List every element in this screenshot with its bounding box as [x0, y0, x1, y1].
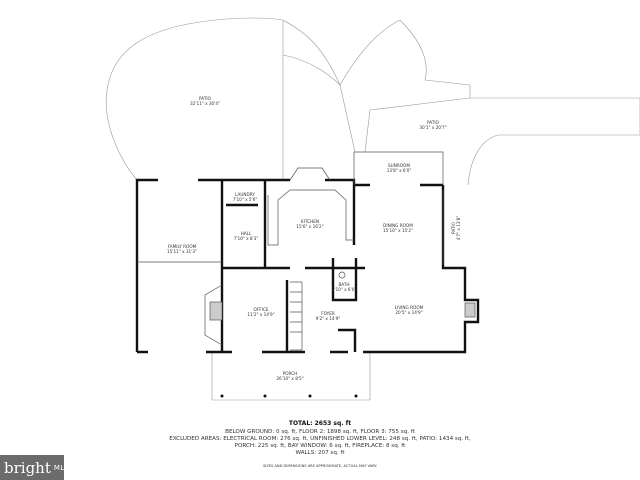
- family-dims: 15'11" x 31'3": [167, 249, 197, 254]
- office-dims: 11'2" x 14'9": [247, 312, 274, 317]
- hall-name: HALL: [241, 231, 252, 236]
- living-name: LIVING ROOM: [395, 305, 424, 310]
- sunroom-dims: 13'8" x 6'0": [387, 168, 412, 173]
- fixtures: [137, 151, 476, 351]
- living-dims: 20'5" x 14'9": [395, 310, 422, 315]
- foyer-name: FOYER: [321, 311, 335, 316]
- total-area: TOTAL: 2653 sq. ft: [288, 420, 352, 427]
- patio-right-dims: 30'1" x 20'7": [419, 125, 446, 130]
- foyer-dims: 9'2" x 14'9": [316, 316, 341, 321]
- area-line-4: WALLS: 207 sq. ft: [295, 450, 345, 456]
- laundry-name: LAUNDRY: [235, 192, 255, 197]
- patio-side-dims: 4'7" x 13'8": [456, 216, 461, 241]
- room-labels: PATIO 32'11" x 30'4" PATIO 30'1" x 20'7"…: [167, 96, 461, 381]
- dining-name: DINING ROOM: [383, 223, 413, 228]
- bath-dims: 7'10" x 6'0": [332, 287, 357, 292]
- logo-suffix: MLS: [53, 463, 70, 472]
- sunroom-name: SUNROOM: [388, 163, 410, 168]
- hall-dims: 7'10" x 8'3": [234, 236, 259, 241]
- office-name: OFFICE: [254, 307, 269, 312]
- area-line-2: EXCLUDED AREAS: ELECTRICAL ROOM: 276 sq.…: [169, 436, 471, 442]
- porch-name: PORCH: [283, 371, 298, 376]
- kitchen-name: KITCHEN: [301, 219, 319, 224]
- dining-dims: 15'10" x 15'2": [383, 228, 413, 233]
- patio-side-name: PATIO: [451, 221, 456, 234]
- patio-left-dims: 32'11" x 30'4": [190, 101, 220, 106]
- patio-outlines: [105, 17, 640, 401]
- bath-name: BATH: [338, 282, 349, 287]
- walls: [135, 178, 480, 354]
- logo-brand: bright: [4, 458, 51, 477]
- area-line-1: BELOW GROUND: 0 sq. ft, FLOOR 2: 1898 sq…: [225, 429, 415, 435]
- family-name: FAMILY ROOM: [168, 244, 197, 249]
- porch-dims: 26'10" x 8'5": [276, 376, 303, 381]
- area-line-3: PORCH: 225 sq. ft, BAY WINDOW: 6 sq. ft,…: [234, 443, 406, 449]
- laundry-dims: 7'10" x 5'6": [233, 197, 258, 202]
- bright-mls-logo: bright MLS: [0, 455, 69, 480]
- kitchen-dims: 15'6" x 16'2": [296, 224, 323, 229]
- patio-right-name: PATIO: [427, 120, 440, 125]
- patio-left-name: PATIO: [199, 96, 212, 101]
- disclaimer: SIZES AND DIMENSIONS ARE APPROXIMATE, AC…: [262, 464, 378, 468]
- porch-columns: [220, 394, 358, 398]
